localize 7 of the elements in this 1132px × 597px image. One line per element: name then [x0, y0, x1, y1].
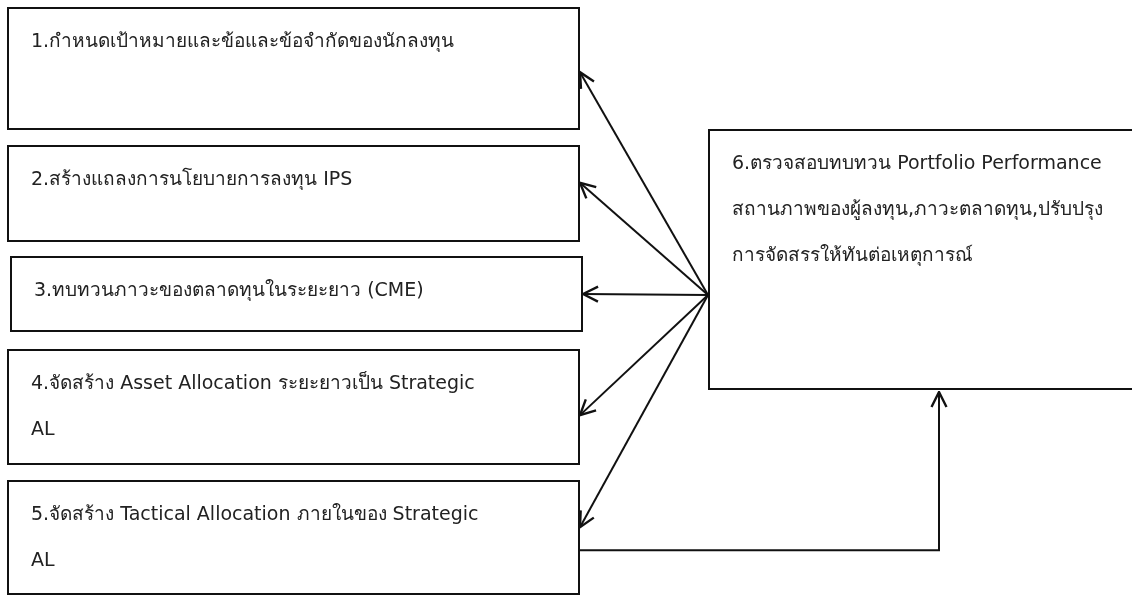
process-box: 5.จัดสร้าง Tactical Allocation ภายในของ Strategic AL: [7, 480, 580, 595]
process-box: 4.จัดสร้าง Asset Allocation ระยะยาวเป็น Strategic AL: [7, 349, 580, 465]
arrow: [579, 390, 948, 552]
process-box: 3.ทบทวนภาวะของตลาดทุนในระยะยาว (CME): [10, 256, 583, 332]
process-box: 1.กำหนดเป้าหมายและข้อและข้อจำกัดของนักลงทุน: [7, 7, 580, 130]
process-box: 6.ตรวจสอบทบทวน Portfolio Performance สถานภาพของผู้ลงทุน,ภาวะตลาดทุน,ปรับปรุงการจัดสรรให้ทันต่อเหตุการณ์: [708, 129, 1132, 390]
process-box: 2.สร้างแถลงการนโยบายการลงทุน IPS: [7, 145, 580, 242]
